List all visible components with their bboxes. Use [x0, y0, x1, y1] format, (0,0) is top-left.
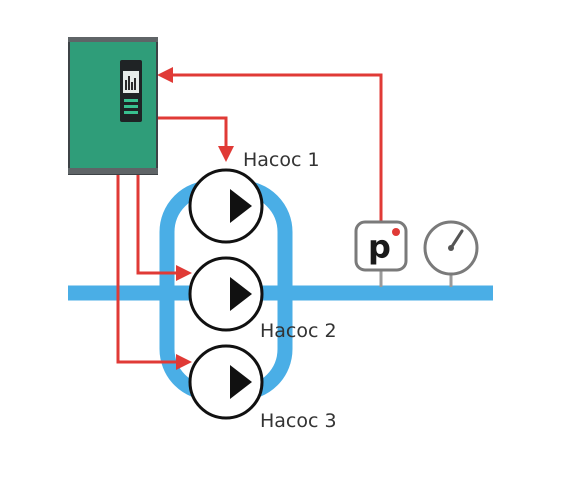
- pump-icon: [188, 168, 264, 244]
- drive-display-bar: [125, 80, 127, 90]
- pump-3: [188, 344, 264, 420]
- pressure-gauge-icon: [423, 220, 479, 276]
- drive-button: [124, 99, 138, 102]
- drive-display-bar: [128, 76, 130, 90]
- pump-1: [188, 168, 264, 244]
- pump-icon: [188, 344, 264, 420]
- feedback-arrowhead: [157, 67, 173, 83]
- drive-top-cap: [68, 37, 158, 42]
- pressure-transducer-symbol: p: [368, 228, 391, 266]
- pressure-gauge-needle: [449, 229, 464, 250]
- pump-2: [188, 256, 264, 332]
- drive-display-bar: [134, 78, 136, 90]
- control-line-pump-1: [156, 116, 228, 148]
- pump-icon: [188, 256, 264, 332]
- pump-arrow-icon: [230, 277, 252, 311]
- drive-bottom-cap: [68, 168, 158, 174]
- pump-2-label: Насос 2: [260, 320, 337, 342]
- control-line-pump-3: [116, 172, 178, 364]
- drive-body: [70, 41, 156, 171]
- feedback-line: [170, 73, 383, 222]
- signal-lines: [116, 73, 383, 364]
- pump-arrow-icon: [230, 189, 252, 223]
- drive-display-bar: [131, 82, 133, 90]
- pressure-transducer-indicator: [392, 228, 400, 236]
- pressure-transducer-icon: p: [354, 220, 408, 272]
- pump-3-label: Насос 3: [260, 410, 337, 432]
- pump-3-arrowhead: [176, 354, 192, 370]
- drive-button: [124, 105, 138, 108]
- frequency-drive-icon: [68, 37, 158, 175]
- signal-arrowheads: [157, 67, 234, 370]
- pressure-gauge-hub: [448, 245, 454, 251]
- pump-1-label: Насос 1: [243, 149, 320, 171]
- drive-button: [124, 111, 138, 114]
- control-line-pump-2: [136, 172, 178, 275]
- pump-1-arrowhead: [218, 146, 234, 162]
- pump-arrow-icon: [230, 365, 252, 399]
- pump-2-arrowhead: [176, 265, 192, 281]
